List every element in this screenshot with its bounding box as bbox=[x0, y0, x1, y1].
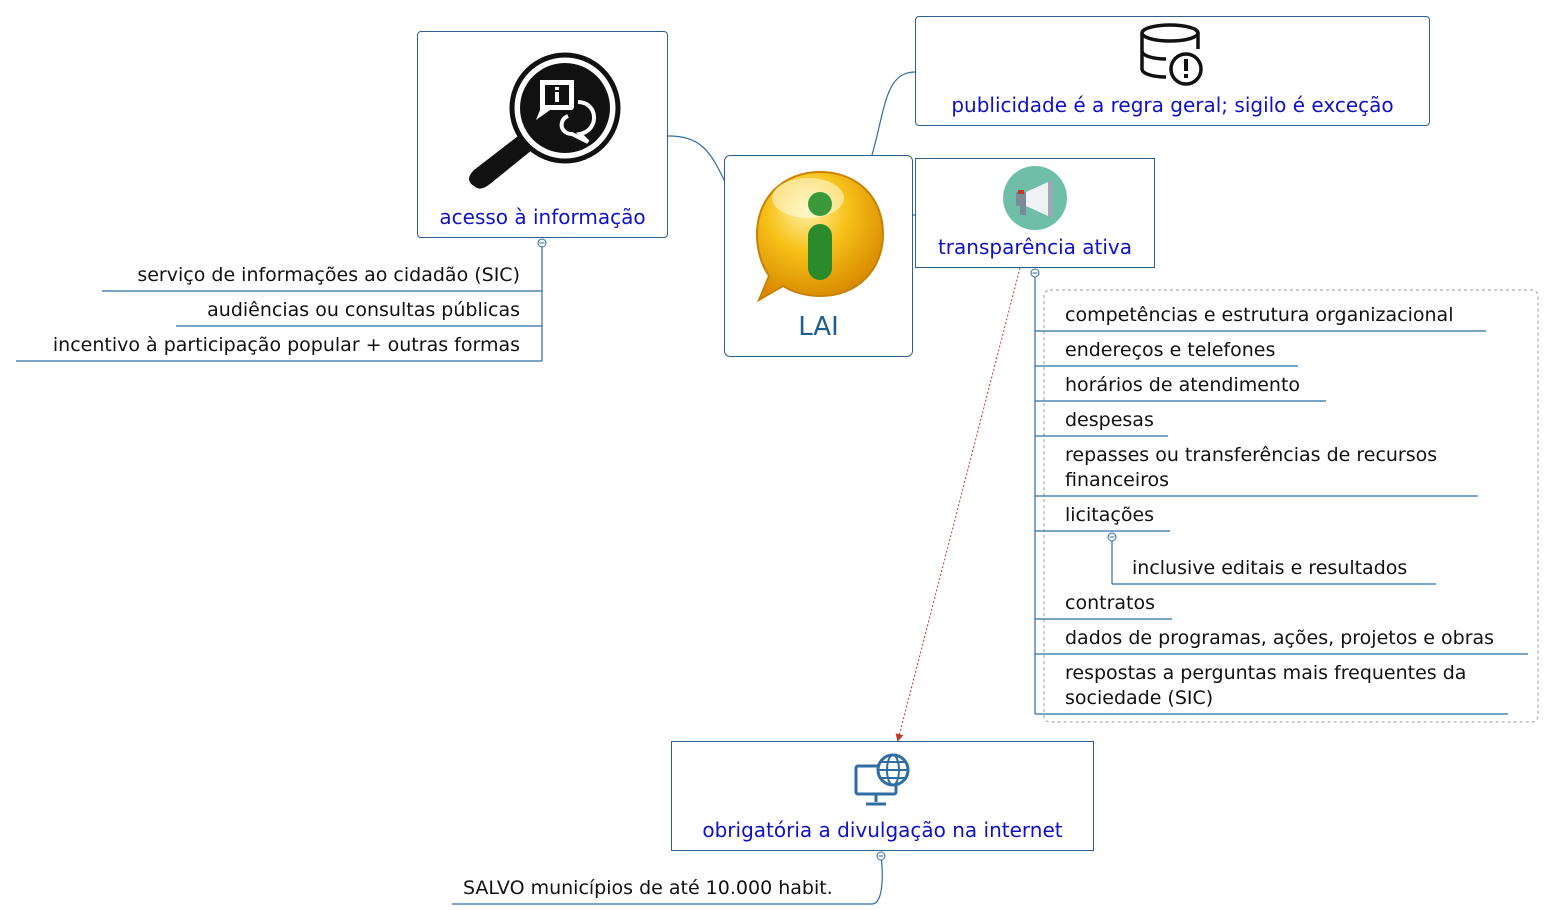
info-bubble-icon bbox=[755, 170, 885, 302]
topic-publicidade[interactable]: publicidade é a regra geral; sigilo é ex… bbox=[915, 16, 1430, 126]
topic-acesso[interactable]: acesso à informação bbox=[417, 31, 668, 238]
central-topic[interactable]: LAI bbox=[724, 155, 913, 357]
topic-transparencia[interactable]: transparência ativa bbox=[915, 158, 1155, 268]
info-search-icon bbox=[469, 52, 621, 189]
leaf-item[interactable]: respostas a perguntas mais frequentes da… bbox=[1065, 662, 1467, 709]
leaf-item[interactable]: SALVO municípios de até 10.000 habit. bbox=[463, 877, 833, 899]
topic-label: obrigatória a divulgação na internet bbox=[702, 818, 1063, 842]
topic-label: publicidade é a regra geral; sigilo é ex… bbox=[951, 93, 1394, 117]
leaf-item[interactable]: licitações bbox=[1065, 504, 1155, 526]
leaf-item[interactable]: endereços e telefones bbox=[1065, 339, 1276, 361]
link-central-publicidade bbox=[871, 71, 916, 156]
sub-leaf-item[interactable]: inclusive editais e resultados bbox=[1132, 557, 1408, 579]
relation-arrow bbox=[895, 267, 1021, 742]
monitor-globe-icon bbox=[854, 753, 910, 806]
leaf-item[interactable]: horários de atendimento bbox=[1065, 374, 1301, 396]
leaf-item[interactable]: dados de programas, ações, projetos e ob… bbox=[1065, 627, 1495, 649]
leaf-item[interactable]: competências e estrutura organizacional bbox=[1065, 304, 1454, 326]
link-central-acesso bbox=[667, 135, 726, 183]
leaf-item[interactable]: repasses ou transferências de recursos f… bbox=[1065, 444, 1438, 491]
leaf-item[interactable]: incentivo à participação popular + outra… bbox=[52, 334, 520, 356]
leaf-item[interactable]: contratos bbox=[1065, 592, 1155, 614]
database-alert-icon bbox=[1140, 23, 1203, 86]
leaf-item[interactable]: audiências ou consultas públicas bbox=[207, 299, 520, 321]
megaphone-icon bbox=[1003, 166, 1067, 230]
topic-label: acesso à informação bbox=[439, 205, 646, 229]
central-label: LAI bbox=[798, 312, 839, 342]
leaf-item[interactable]: serviço de informações ao cidadão (SIC) bbox=[137, 264, 520, 286]
leaf-item[interactable]: despesas bbox=[1065, 409, 1154, 431]
topic-internet[interactable]: obrigatória a divulgação na internet bbox=[671, 741, 1094, 851]
topic-label: transparência ativa bbox=[937, 235, 1133, 259]
